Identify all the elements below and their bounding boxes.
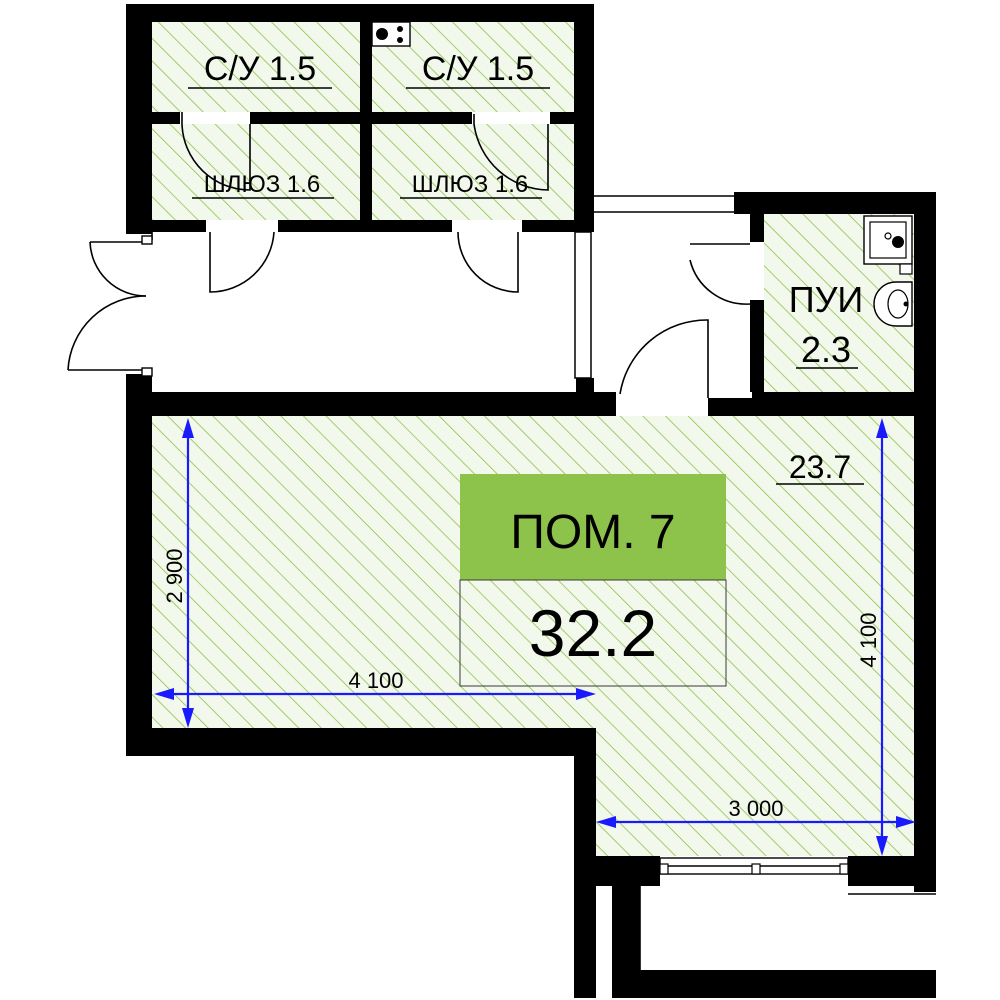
stove-icon xyxy=(863,215,913,275)
walls xyxy=(126,4,936,998)
sink-icon xyxy=(873,281,913,327)
label-main-area: 23.7 xyxy=(789,449,851,485)
doors xyxy=(67,112,849,875)
door-entrance-top xyxy=(89,241,147,297)
dim-left-vertical: 2 900 xyxy=(162,548,187,603)
door-main xyxy=(619,319,709,398)
label-pui-name: ПУИ xyxy=(789,279,864,320)
dim-bottom-horizontal: 3 000 xyxy=(728,796,783,821)
stove-icon-small xyxy=(371,21,411,47)
label-shluz-1: ШЛЮЗ 1.6 xyxy=(204,171,321,198)
window-bottom xyxy=(659,857,849,875)
title-name-box xyxy=(460,474,726,580)
title-box: ПОМ. 7 32.2 xyxy=(459,474,727,687)
door-shluz-1 xyxy=(209,231,275,293)
dim-right-vertical: 4 100 xyxy=(856,612,881,667)
door-entrance-bottom xyxy=(67,295,147,371)
room-shluz-2 xyxy=(372,124,577,220)
room-labels: С/У 1.5 С/У 1.5 ШЛЮЗ 1.6 ШЛЮЗ 1.6 ПУИ 2.… xyxy=(188,50,864,485)
label-su-1: С/У 1.5 xyxy=(204,50,316,88)
dim-left-horizontal: 4 100 xyxy=(348,668,403,693)
room-su-1 xyxy=(150,20,360,112)
label-pui-area: 2.3 xyxy=(801,329,851,370)
label-shluz-2: ШЛЮЗ 1.6 xyxy=(412,171,529,198)
door-pui xyxy=(689,243,751,305)
door-su-2 xyxy=(473,114,549,191)
dimensions: 2 900 4 100 4 100 3 000 xyxy=(154,418,916,856)
title-area: 32.2 xyxy=(529,596,657,670)
door-su-1 xyxy=(181,112,251,191)
title-name: ПОМ. 7 xyxy=(510,506,675,559)
title-area-box xyxy=(459,579,727,687)
door-shluz-2 xyxy=(457,231,519,293)
label-su-2: С/У 1.5 xyxy=(422,50,534,88)
